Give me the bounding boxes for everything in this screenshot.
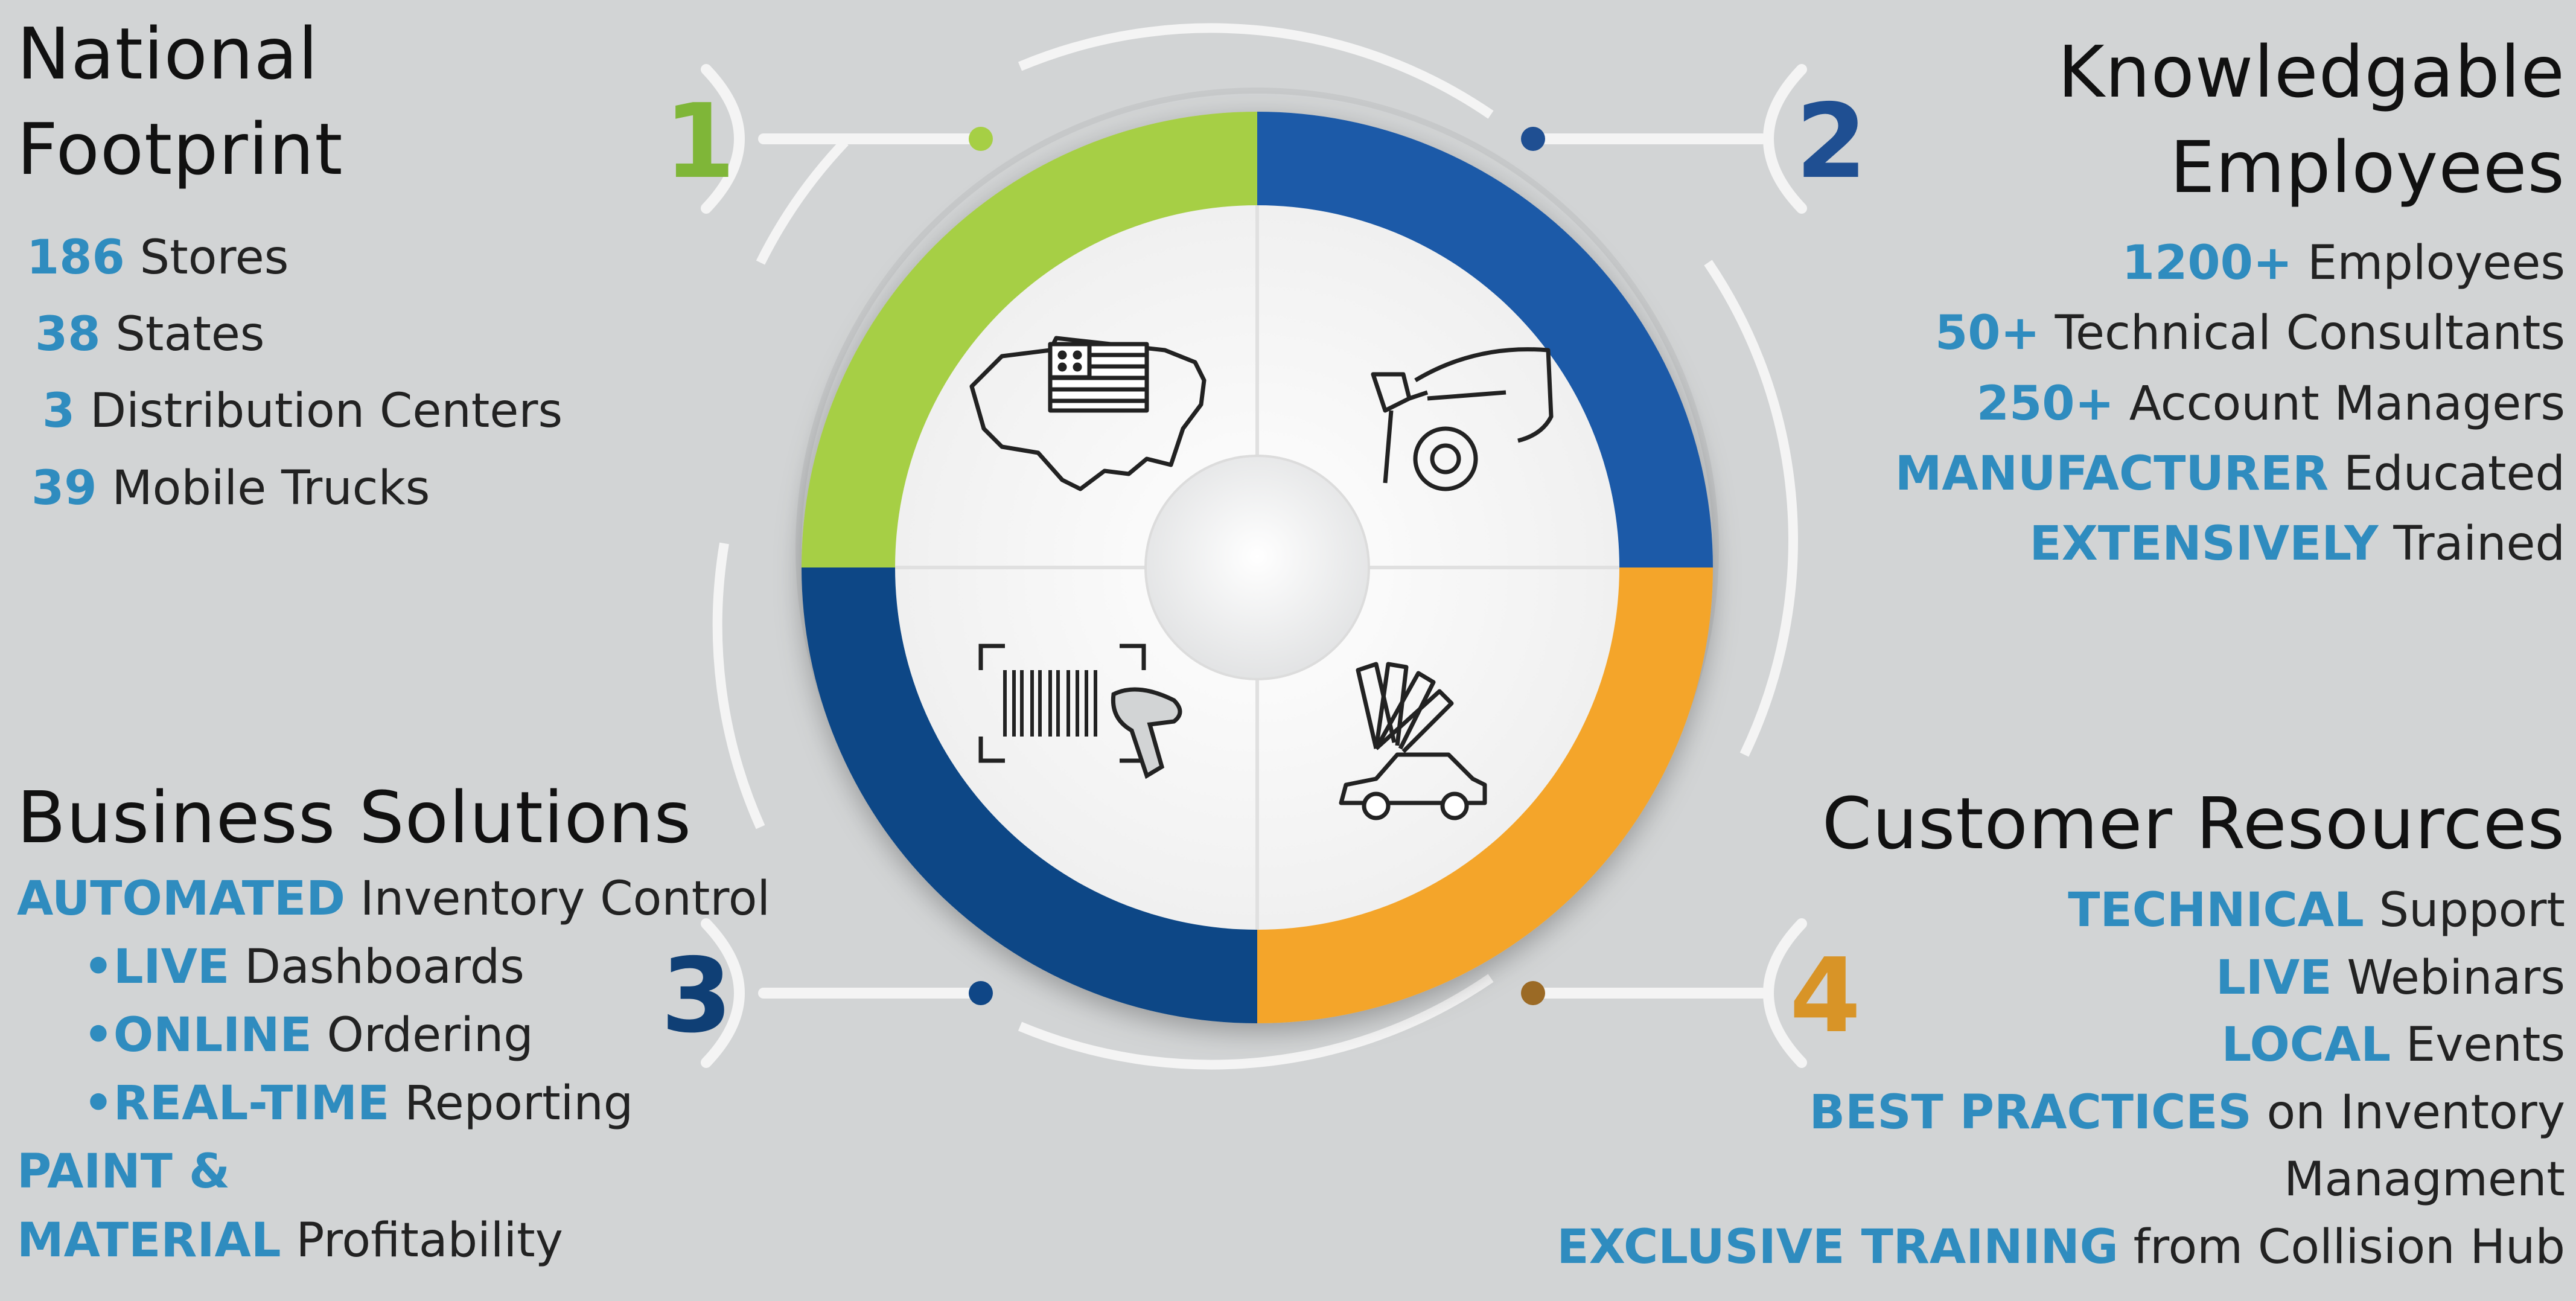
list-item: Managment: [2284, 1152, 2565, 1207]
connectors: [758, 133, 1768, 999]
bullet-icon: •: [83, 1076, 113, 1131]
list-item: EXTENSIVELY Trained: [2029, 517, 2565, 572]
list-item: 3 Distribution Centers: [42, 384, 563, 439]
center-hub: [1144, 455, 1370, 680]
list-item: LIVE Webinars: [2216, 950, 2565, 1005]
list-item: 50+ Technical Consultants: [1934, 306, 2565, 361]
business-solutions-title: Business Solutions: [17, 776, 692, 859]
knowledgable-employees-section: Knowledgable Employees 1200+ Employees 5…: [1895, 24, 2565, 579]
color-swatch-car-icon: [1339, 662, 1487, 820]
step-number-1: 1: [664, 82, 736, 202]
customer-resources-title: Customer Resources: [1822, 782, 2565, 865]
connector-dot-2: [1521, 127, 1545, 151]
list-item: 186 Stores: [27, 231, 289, 286]
business-solutions-list: AUTOMATED Inventory Control •LIVE Dashbo…: [17, 865, 770, 1275]
list-item: LOCAL Events: [2221, 1018, 2565, 1073]
customer-resources-list: TECHNICAL Support LIVE Webinars LOCAL Ev…: [1557, 877, 2565, 1281]
step-number-3: 3: [661, 936, 733, 1056]
barcode-scanner-icon: [978, 644, 1182, 779]
connector-dot-1: [969, 127, 993, 151]
list-item: MANUFACTURER Educated: [1895, 446, 2565, 501]
bullet-icon: •: [83, 940, 113, 995]
list-item: TECHNICAL Support: [2068, 883, 2565, 938]
list-item: 1200+ Employees: [2122, 236, 2565, 291]
spray-gun-car-icon: [1371, 347, 1554, 491]
customer-resources-section: Customer Resources TECHNICAL Support LIV…: [1557, 776, 2565, 1281]
list-item: 38 States: [35, 307, 265, 362]
list-item: •ONLINE Ordering: [83, 1008, 534, 1063]
outer-ring: [712, 23, 1798, 1070]
step-number-4: 4: [1790, 936, 1861, 1056]
national-footprint-section: National Footprint 186 Stores 38 States …: [17, 6, 563, 527]
list-item: 39 Mobile Trucks: [31, 461, 430, 516]
national-footprint-title: National Footprint: [17, 12, 343, 191]
step-number-2: 2: [1796, 82, 1867, 202]
list-item: •LIVE Dashboards: [83, 940, 524, 995]
business-solutions-section: Business Solutions AUTOMATED Inventory C…: [17, 770, 770, 1275]
list-item: PAINT &: [17, 1145, 231, 1200]
knowledgable-employees-list: 1200+ Employees 50+ Technical Consultant…: [1895, 228, 2565, 579]
bullet-icon: •: [83, 1008, 113, 1063]
us-flag-map-icon: [969, 336, 1207, 491]
list-item: MATERIAL Profitability: [17, 1213, 563, 1268]
knowledgable-employees-title: Knowledgable Employees: [2058, 30, 2565, 209]
list-item: 250+ Account Managers: [1976, 376, 2565, 431]
list-item: •REAL-TIME Reporting: [83, 1076, 634, 1131]
connector-dot-3: [969, 981, 993, 1005]
list-item: AUTOMATED Inventory Control: [17, 872, 771, 927]
list-item: EXCLUSIVE TRAINING from Collision Hub: [1557, 1219, 2565, 1274]
connector-dot-4: [1521, 981, 1545, 1005]
national-footprint-list: 186 Stores 38 States 3 Distribution Cent…: [17, 220, 563, 527]
list-item: BEST PRACTICES on Inventory: [1809, 1085, 2565, 1140]
